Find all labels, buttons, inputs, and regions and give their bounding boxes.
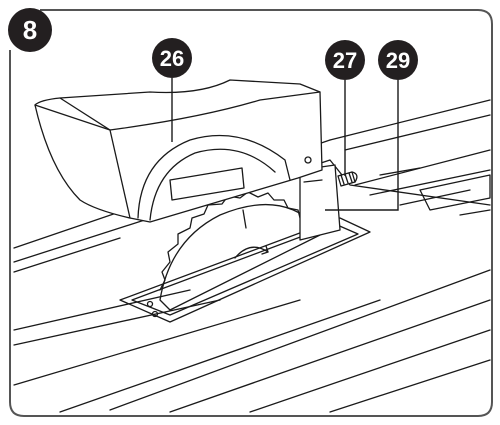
- callout-26: 26: [152, 38, 192, 78]
- table-saw-drawing: [13, 79, 491, 413]
- callout-29: 29: [378, 40, 418, 80]
- step-badge: 8: [8, 8, 52, 52]
- step-number: 8: [23, 15, 37, 45]
- callout-27: 27: [325, 40, 365, 80]
- panel-border: [9, 9, 493, 417]
- callout-leaders: [171, 78, 399, 211]
- callout-label-29: 29: [386, 48, 410, 73]
- callout-label-26: 26: [160, 46, 184, 71]
- leader-29: [325, 80, 399, 211]
- callout-label-27: 27: [333, 48, 357, 73]
